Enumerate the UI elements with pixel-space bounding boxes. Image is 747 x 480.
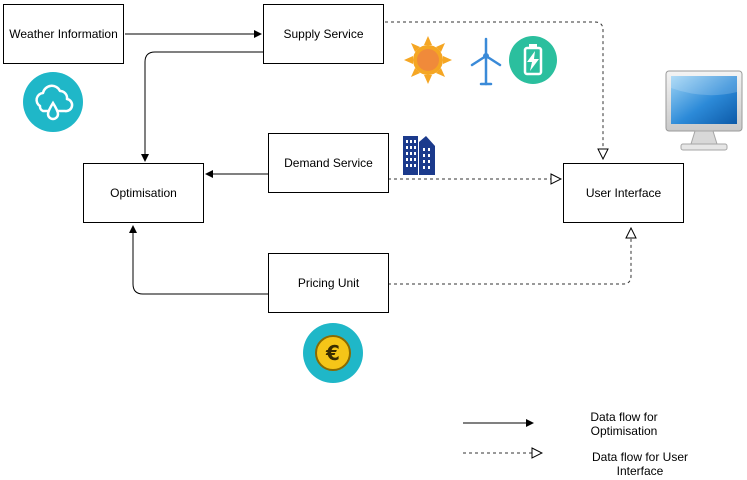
weather-information-box: Weather Information [3, 4, 124, 64]
battery-icon [509, 36, 557, 84]
wind-turbine-icon [470, 37, 502, 86]
arrow-pricing-to-optimisation [129, 225, 268, 295]
svg-text:€: € [325, 341, 340, 365]
dashed-arrow-pricing-to-ui [388, 228, 631, 285]
pricing-unit-box: Pricing Unit [268, 253, 389, 313]
euro-coin-icon: € [303, 323, 363, 383]
monitor-icon [665, 70, 743, 151]
dashed-arrow-supply-to-ui [385, 21, 603, 159]
user-interface-box: User Interface [563, 163, 684, 223]
buildings-icon [403, 136, 435, 175]
cloud-rain-icon [23, 72, 83, 132]
legend-solid-label: Data flow for Optimisation [590, 410, 658, 438]
optimisation-box: Optimisation [83, 163, 204, 223]
legend-dashed-label: Data flow for User Interface [591, 450, 689, 478]
demand-service-box: Demand Service [268, 133, 389, 193]
supply-service-box: Supply Service [263, 4, 384, 64]
sun-icon [404, 36, 452, 84]
arrow-supply-to-optimisation [141, 51, 263, 162]
